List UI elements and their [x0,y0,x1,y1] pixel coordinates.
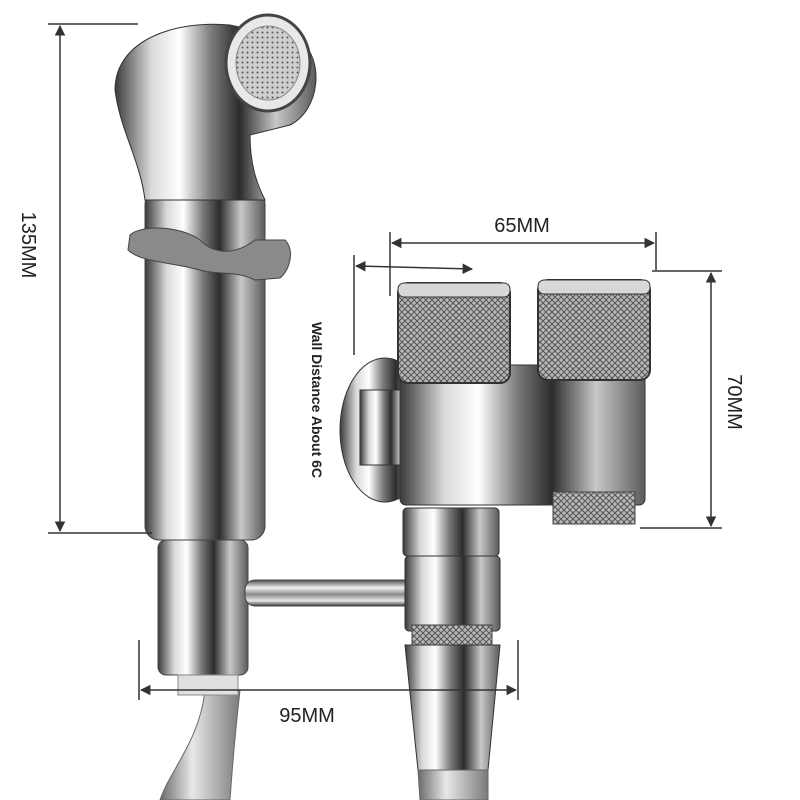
wall-distance-label: Wall Distance About 6C [309,322,325,478]
connecting-arm [244,579,421,607]
inlet-fitting [404,644,501,771]
valve-body [399,364,646,506]
valve-knob-right [537,279,651,381]
dimension-95mm-label: 95MM [279,705,335,727]
hand-sprayer [114,13,317,800]
hose [159,689,241,800]
lower-pipe [404,555,501,632]
lower-nut [402,507,500,557]
outlet-thread [552,491,636,525]
dimension-65mm-label: 65MM [494,215,550,237]
dimension-135mm-label: 135MM [17,212,39,279]
angle-valve [339,279,651,800]
valve-knob-left [397,282,511,384]
dimension-lines [48,23,722,700]
sprayer-connector [157,539,249,676]
trigger-lever [127,227,291,281]
dimension-70mm-label: 70MM [723,374,745,430]
